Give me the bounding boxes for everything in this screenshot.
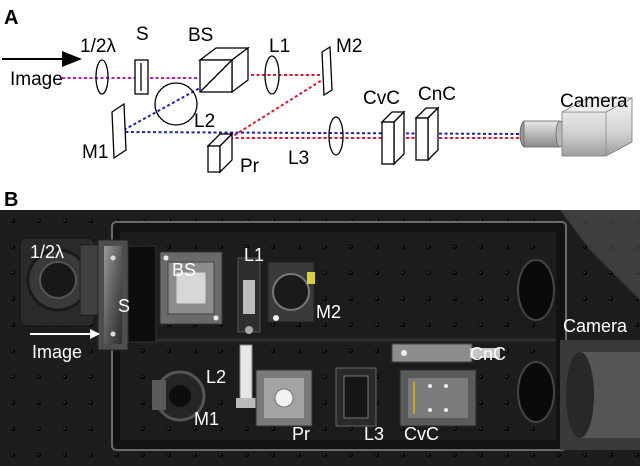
- panel-b-letter: B: [4, 189, 18, 211]
- lens-l1: [265, 56, 279, 94]
- label-l3: L3: [288, 148, 309, 169]
- slit-mount: [98, 240, 128, 350]
- photo-label-l1: L1: [244, 245, 264, 265]
- lens-l2: [155, 83, 197, 125]
- mirror-m1: [112, 104, 126, 158]
- label-pr: Pr: [240, 156, 260, 177]
- prism: [208, 134, 232, 172]
- photo-label-cvc: CvC: [404, 424, 439, 444]
- label-half-wave: 1/2λ: [80, 36, 116, 57]
- photo-label-pr: Pr: [292, 424, 310, 444]
- pr-mount: [256, 370, 312, 426]
- beam-blue-2: [120, 132, 520, 134]
- label-image: Image: [10, 69, 63, 90]
- label-m1: M1: [82, 142, 108, 163]
- photo-label-half-wave: 1/2λ: [30, 242, 64, 262]
- panel-a: A Image 1/2λ S BS L2 L: [2, 7, 632, 177]
- beam-splitter: [200, 48, 248, 92]
- slit: [135, 60, 148, 94]
- label-l2: L2: [194, 111, 215, 132]
- photo-label-s: S: [118, 296, 130, 316]
- photo-label-cnc: CnC: [470, 344, 506, 364]
- label-cvc: CvC: [363, 88, 400, 109]
- cvc-stage: [400, 370, 476, 426]
- panel-a-letter: A: [4, 7, 18, 29]
- photo-label-l2: L2: [206, 367, 226, 387]
- label-s: S: [136, 24, 149, 45]
- photo-label-m1: M1: [194, 409, 219, 429]
- photo-label-image: Image: [32, 342, 82, 362]
- label-cnc: CnC: [418, 84, 456, 105]
- photo-label-m2: M2: [316, 302, 341, 322]
- label-l1: L1: [269, 36, 290, 57]
- panel-b: B: [0, 189, 640, 466]
- photo-label-camera: Camera: [563, 316, 628, 336]
- label-m2: M2: [336, 36, 362, 57]
- slit-block: [128, 246, 156, 342]
- lens-l3: [329, 117, 343, 155]
- photo-label-bs: BS: [172, 260, 196, 280]
- photo-label-l3: L3: [364, 424, 384, 444]
- l3-mount: [336, 368, 376, 426]
- mirror-m2: [322, 47, 332, 95]
- concave-cylinder-lens: [416, 108, 438, 160]
- label-camera: Camera: [560, 91, 628, 112]
- m2-mount: [268, 262, 315, 322]
- label-bs: BS: [188, 25, 213, 46]
- beam-red-2: [230, 75, 330, 138]
- convex-cylinder-lens: [382, 112, 404, 164]
- l1-mount: [238, 258, 260, 334]
